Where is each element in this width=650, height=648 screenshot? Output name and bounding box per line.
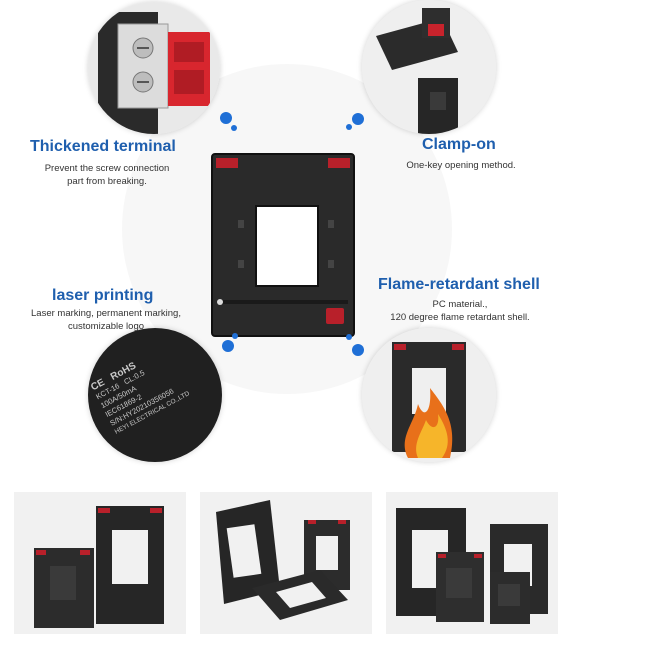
terminal-desc: Prevent the screw connection part from b… (32, 162, 182, 188)
flame-dot-large (352, 344, 364, 356)
product-photo-3-graphic (396, 508, 548, 624)
clamp-dot-small (346, 124, 352, 130)
laser-inset-image: CE RoHS KCT-16 CL:0.5 100A/50mA IEC61869… (88, 328, 222, 462)
laser-title: laser printing (52, 287, 154, 304)
flame-desc-line2: 120 degree flame retardant shell. (390, 312, 530, 323)
label-plate: CE RoHS KCT-16 CL:0.5 100A/50mA IEC61869… (89, 333, 222, 455)
laser-desc-line1: Laser marking, permanent marking, (31, 308, 181, 319)
clamp-desc: One-key opening method. (396, 159, 526, 172)
product-photo-2 (200, 492, 372, 634)
laser-desc: Laser marking, permanent marking, custom… (26, 307, 186, 333)
clamp-inset-image (362, 0, 496, 134)
flame-desc: PC material., 120 degree flame retardant… (380, 298, 540, 324)
flame-dot-small (346, 334, 352, 340)
terminal-dot-large (220, 112, 232, 124)
terminal-inset-image (88, 2, 220, 134)
product-photo-2-graphic (216, 500, 350, 620)
clamp-title: Clamp-on (422, 136, 496, 153)
terminal-desc-line1: Prevent the screw connection (44, 163, 170, 174)
clamp-desc-line1: One-key opening method. (406, 160, 516, 171)
flame-title: Flame-retardant shell (378, 276, 540, 293)
product-photo-3 (386, 492, 558, 634)
current-transformer-product (211, 153, 355, 337)
laser-desc-line2: customizable logo (67, 321, 145, 332)
laser-dot-large (222, 340, 234, 352)
terminal-dot-small (231, 125, 237, 131)
terminal-closeup-graphic (88, 2, 220, 134)
product-photo-1 (14, 492, 186, 634)
terminal-desc-line2: part from breaking. (67, 176, 147, 187)
terminal-title: Thickened terminal (30, 138, 176, 155)
flame-inset-image (362, 328, 496, 462)
laser-dot-small (232, 333, 238, 339)
flame-desc-line1: PC material., (432, 299, 488, 310)
clamp-dot-large (352, 113, 364, 125)
product-photo-1-graphic (34, 506, 164, 628)
flame-test-graphic (362, 328, 496, 462)
clamp-closeup-graphic (362, 0, 496, 134)
